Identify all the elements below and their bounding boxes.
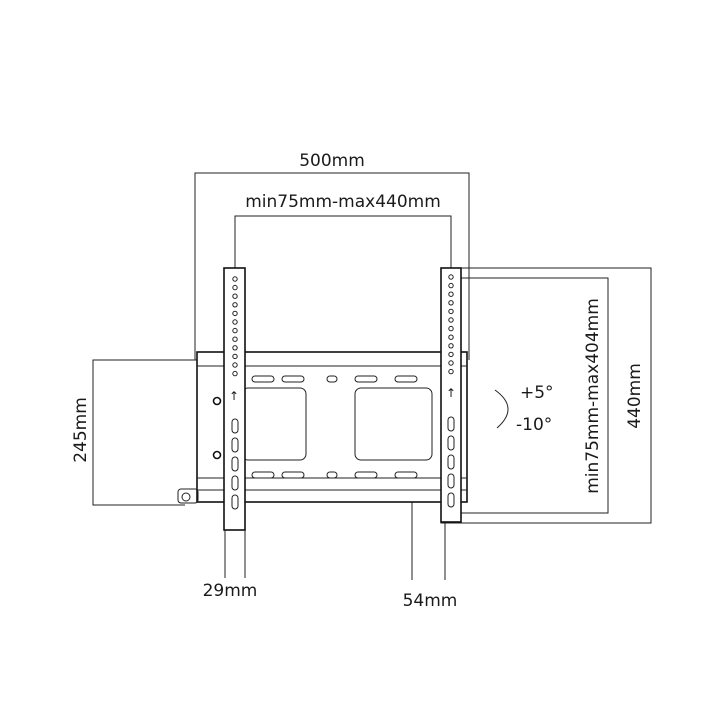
dim-245-lines [92,359,200,506]
dim-29-lines [224,528,246,578]
mounting-slot [447,473,455,489]
label-tilt-up: +5° [520,383,554,403]
mounting-slot [447,492,455,508]
mounting-hole [232,345,238,351]
up-arrow-icon: ↑ [229,389,239,403]
mounting-slot [447,435,455,451]
plate-slot [281,375,305,383]
mounting-hole [232,319,238,325]
mounting-hole [232,293,238,299]
label-440mm: 440mm [625,363,645,429]
label-vesa-vertical: min75mm-max404mm [583,298,603,494]
up-arrow-icon: ↑ [446,386,456,400]
mounting-hole [232,310,238,317]
mounting-slot [447,416,455,432]
mounting-hole [448,368,454,375]
dim-54-lines [411,500,446,580]
plate-slot [326,471,338,479]
mounting-hole [232,327,238,334]
mounting-hole [232,302,238,308]
mounting-hole [448,291,454,297]
mounting-slot [231,475,239,491]
mounting-hole [232,353,238,360]
mounting-hole [448,360,454,366]
plate-slot [251,471,275,479]
plate-slot [354,375,378,383]
label-tilt-down: -10° [516,415,552,435]
mounting-hole [448,282,454,289]
mounting-hole [232,284,238,291]
dim-vesa-h-lines [234,215,452,275]
mounting-hole [232,362,238,368]
mounting-slot [231,456,239,472]
label-500mm: 500mm [299,151,365,171]
mounting-slot [231,437,239,453]
plate-slot [251,375,275,383]
mounting-hole [448,351,454,358]
plate-slot [281,471,305,479]
mounting-hole [448,317,454,323]
tilt-arc-icon [494,389,509,429]
plate-slot [354,471,378,479]
plate-slot [394,471,418,479]
mounting-hole [448,343,454,349]
mounting-hole [232,370,238,377]
plate-slot [394,375,418,383]
mounting-hole [232,276,238,282]
mounting-slot [231,494,239,510]
mounting-hole [448,334,454,340]
mounting-hole [448,274,454,280]
dim-500-lines [194,172,470,360]
mounting-hole [448,300,454,306]
mounting-slot [447,454,455,470]
plate-slot [326,375,338,383]
mounting-slot [231,418,239,434]
left-upright: ↑ [223,267,246,531]
right-upright: ↑ [440,267,462,523]
mounting-hole [232,336,238,342]
label-29mm: 29mm [203,581,258,601]
label-vesa-horizontal: min75mm-max440mm [245,192,441,212]
mounting-hole [448,325,454,332]
mounting-hole [448,308,454,315]
label-54mm: 54mm [403,591,458,611]
wall-plate [177,351,468,504]
label-245mm: 245mm [71,397,91,463]
